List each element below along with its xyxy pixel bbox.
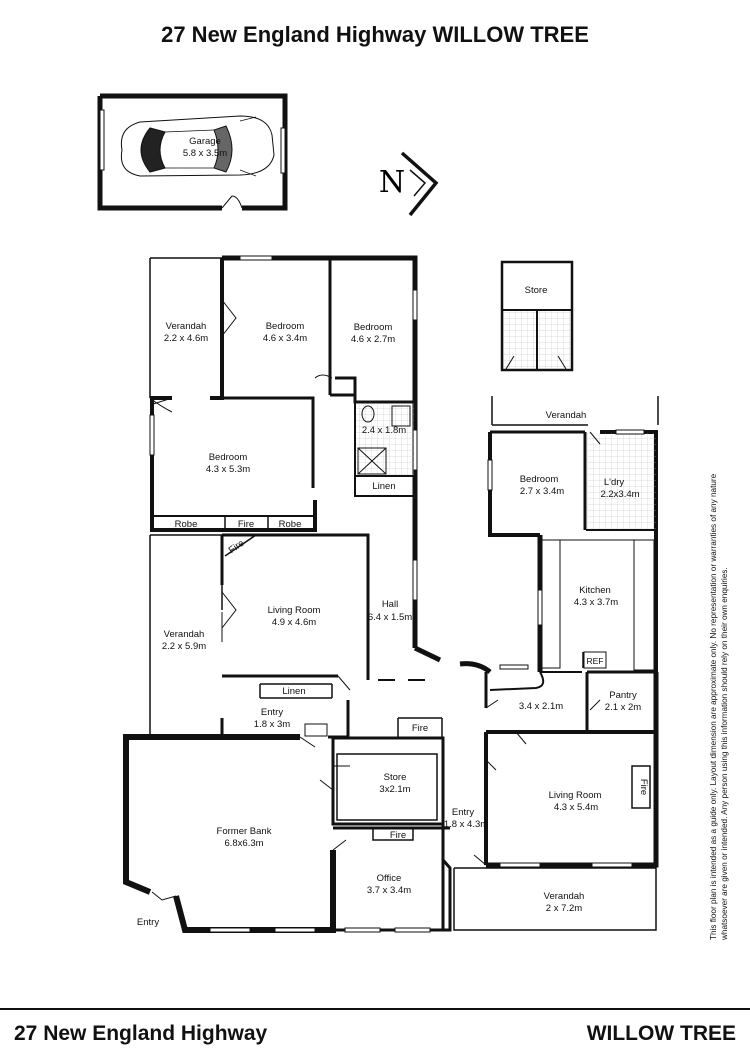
pantry-size: 2.1 x 2m	[605, 702, 642, 713]
fire-office-name: Fire	[390, 830, 406, 841]
office-name: Office	[377, 873, 402, 884]
verandah-nw-size: 2.2 x 4.6m	[164, 333, 208, 344]
store-top-name: Store	[525, 285, 548, 296]
verandah-s-size: 2 x 7.2m	[546, 903, 583, 914]
outbuilding-walls	[500, 260, 574, 372]
living1-name: Living Room	[268, 605, 321, 616]
robe2-name: Robe	[279, 519, 302, 530]
kitchen-name: Kitchen	[579, 585, 611, 596]
bath-size: 2.4 x 1.8m	[362, 425, 406, 436]
room-labels: Garage 5.8 x 3.5m N Store Verandah 2.2 x…	[137, 136, 649, 928]
verandah-w-size: 2.2 x 5.9m	[162, 641, 206, 652]
disclaimer: This floor plan is intended as a guide o…	[709, 473, 729, 940]
robe1-name: Robe	[175, 519, 198, 530]
living2-size: 4.3 x 5.4m	[554, 802, 598, 813]
laundry-name: L'dry	[604, 477, 625, 488]
fire-hall-name: Fire	[412, 723, 428, 734]
north-arrow-icon	[400, 151, 439, 217]
bedroom1-size: 4.6 x 3.4m	[263, 333, 307, 344]
former-bank-name: Former Bank	[217, 826, 272, 837]
office-size: 3.7 x 3.4m	[367, 885, 411, 896]
bedroom3-name: Bedroom	[209, 452, 248, 463]
laundry-size: 2.2x3.4m	[600, 489, 639, 500]
bedroom2-size: 4.6 x 2.7m	[351, 334, 395, 345]
linen2-name: Linen	[282, 686, 305, 697]
verandah-s-name: Verandah	[544, 891, 585, 902]
hall-size: 6.4 x 1.5m	[368, 612, 412, 623]
page-title: 27 New England Highway WILLOW TREE	[161, 22, 589, 47]
house-walls	[123, 255, 492, 933]
bedroom2-name: Bedroom	[354, 322, 393, 333]
hall-name: Hall	[382, 599, 398, 610]
bedroom1-name: Bedroom	[266, 321, 305, 332]
car-icon	[120, 115, 275, 177]
bathroom-fixtures	[356, 403, 414, 475]
verandah-nw-name: Verandah	[166, 321, 207, 332]
bedroom4-size: 2.7 x 3.4m	[520, 486, 564, 497]
pantry-name: Pantry	[609, 690, 637, 701]
living2-name: Living Room	[549, 790, 602, 801]
footer-town: WILLOW TREE	[586, 1022, 736, 1045]
garage-walls	[97, 93, 288, 211]
entry1-name: Entry	[261, 707, 283, 718]
bedroom3-size: 4.3 x 5.3m	[206, 464, 250, 475]
entry2-name: Entry	[452, 807, 474, 818]
former-bank-size: 6.8x6.3m	[224, 838, 263, 849]
footer-address: 27 New England Highway	[14, 1022, 268, 1045]
fire1-name: Fire	[238, 519, 254, 530]
kitchen-size: 4.3 x 3.7m	[574, 597, 618, 608]
north-letter: N	[379, 165, 405, 200]
garage-name: Garage	[189, 136, 221, 147]
linen1-name: Linen	[372, 481, 395, 492]
verandah-ne-name: Verandah	[546, 410, 587, 421]
door-swings	[149, 299, 601, 901]
garage-size: 5.8 x 3.5m	[183, 148, 227, 159]
footer-divider	[0, 1008, 750, 1010]
bedroom4-name: Bedroom	[520, 474, 559, 485]
store-mid-name: Store	[384, 772, 407, 783]
entry1-size: 1.8 x 3m	[254, 719, 291, 730]
ref-label: REF	[587, 656, 604, 666]
entry2-size: 1.8 x 4.3m	[444, 819, 488, 830]
room-34-size: 3.4 x 2.1m	[519, 701, 563, 712]
store-mid-size: 3x2.1m	[379, 784, 410, 795]
verandah-w-name: Verandah	[164, 629, 205, 640]
right-wing-walls	[453, 396, 659, 931]
windows	[149, 255, 645, 933]
fire-living2-name: Fire	[638, 779, 649, 795]
entry-label: Entry	[137, 917, 159, 928]
living1-size: 4.9 x 4.6m	[272, 617, 316, 628]
